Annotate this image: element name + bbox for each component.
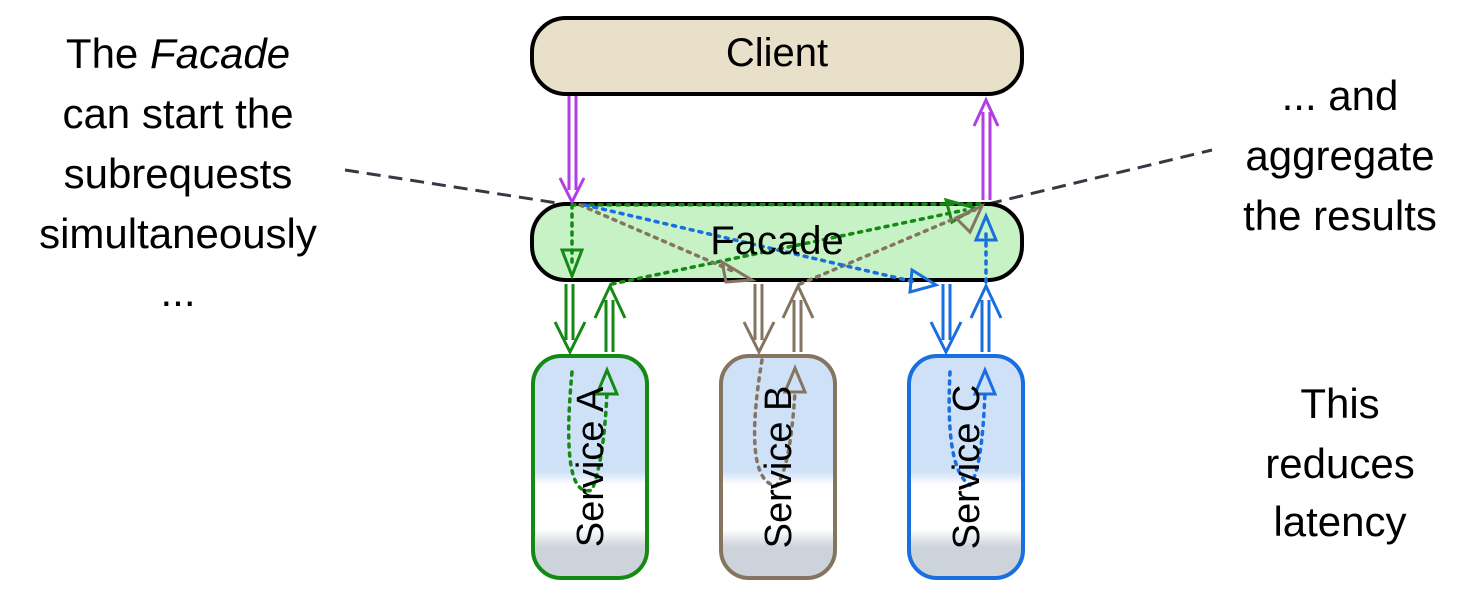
service-a-dotted-flow — [567, 202, 987, 493]
blue-arrowhead-facade — [973, 212, 999, 242]
service-c-box — [907, 354, 1025, 580]
green-arrowhead-down — [559, 248, 585, 281]
left-note: The Facade can start the subrequests sim… — [39, 30, 317, 315]
client-label: Client — [726, 31, 828, 75]
client-box — [530, 16, 1024, 96]
green-arrowhead-up — [594, 366, 620, 396]
taupe-arrowhead-down — [719, 258, 757, 284]
right-bottom-note-line-2: reduces — [1265, 440, 1414, 487]
facade-box — [530, 202, 1024, 282]
facade-to-service-a-arrow — [553, 284, 587, 356]
facade-to-service-c-arrow — [929, 284, 963, 356]
left-note-line-5: ... — [160, 268, 195, 315]
service-b-dotted-flow — [578, 203, 977, 488]
service-b-box — [719, 354, 837, 580]
service-a-label: Service A — [570, 386, 612, 547]
client-to-facade-arrow — [558, 96, 586, 206]
service-a-box — [531, 354, 649, 580]
service-b-to-facade-arrow — [781, 282, 815, 352]
taupe-arrowhead-right — [953, 202, 986, 235]
blue-arrowhead-right — [908, 267, 940, 295]
taupe-arrowhead-up — [782, 364, 808, 394]
service-c-to-facade-arrow — [969, 282, 1003, 352]
service-b-label: Service B — [758, 386, 800, 549]
right-bottom-note: This reduces latency — [1265, 380, 1414, 545]
right-top-note-line-3: the results — [1243, 192, 1437, 239]
left-note-line-4: simultaneously — [39, 210, 317, 257]
facade-to-service-b-arrow — [742, 284, 776, 356]
left-note-line-3: subrequests — [64, 150, 293, 197]
right-bottom-note-line-1: This — [1300, 380, 1379, 427]
right-callout-line — [987, 148, 1213, 206]
left-callout-line — [344, 168, 571, 207]
facade-to-client-arrow — [972, 96, 1000, 200]
service-a-to-facade-arrow — [593, 282, 627, 352]
right-top-note: ... and aggregate the results — [1243, 72, 1437, 239]
service-c-label: Service C — [946, 385, 988, 550]
service-c-dotted-flow — [583, 203, 988, 488]
left-note-line-1: The Facade — [66, 30, 290, 77]
right-top-note-line-2: aggregate — [1245, 132, 1434, 179]
right-top-note-line-1: ... and — [1282, 72, 1399, 119]
blue-arrowhead-up — [972, 366, 998, 396]
right-bottom-note-line-3: latency — [1273, 498, 1406, 545]
facade-label: Facade — [710, 219, 843, 263]
left-note-line-2: can start the — [62, 90, 293, 137]
